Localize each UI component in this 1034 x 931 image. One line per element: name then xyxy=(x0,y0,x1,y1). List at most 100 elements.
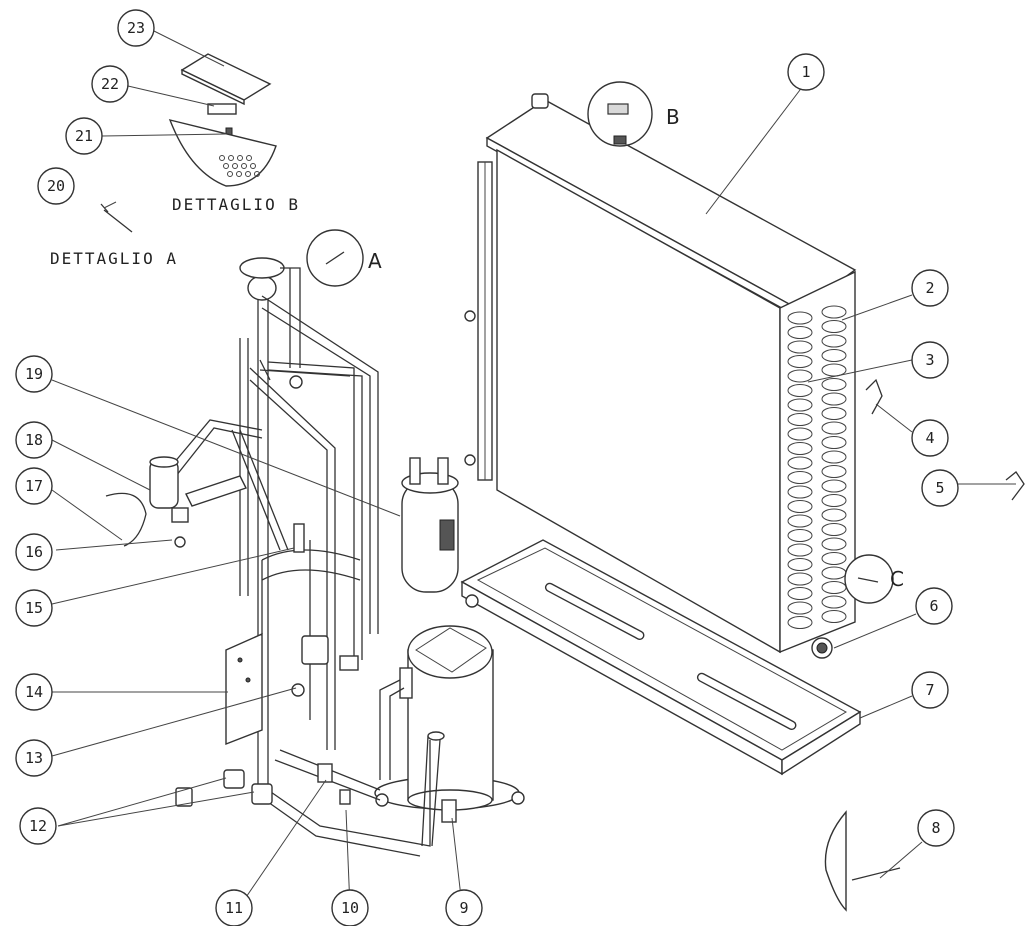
panel-hole xyxy=(236,171,242,177)
coil-loop xyxy=(787,442,813,455)
callout-9-label: 9 xyxy=(459,899,468,917)
callout-2-label: 2 xyxy=(925,279,934,297)
callout-23-label: 23 xyxy=(127,19,145,37)
panel-hole xyxy=(250,163,256,169)
callout-3-label: 3 xyxy=(925,351,934,369)
coil-loop xyxy=(787,427,813,441)
coil-loop xyxy=(787,311,813,325)
coil-loop xyxy=(821,552,847,565)
panel-hole xyxy=(228,155,234,161)
callout-15: 15 xyxy=(15,589,53,627)
panel-hole xyxy=(227,171,233,177)
coil-loop xyxy=(787,340,813,354)
callout-20: 20 xyxy=(37,167,75,205)
coil-loop xyxy=(787,572,813,586)
callout-21: 21 xyxy=(65,117,103,155)
coil-loop xyxy=(821,349,847,362)
coil-loop xyxy=(821,436,847,449)
detail-views: DETTAGLIO B DETTAGLIO A A xyxy=(50,53,382,287)
marker-a: A xyxy=(368,249,382,273)
callout-7: 7 xyxy=(911,671,949,709)
callout-13: 13 xyxy=(15,739,53,777)
callout-21-label: 21 xyxy=(75,127,93,145)
callout-5: 5 xyxy=(921,469,959,507)
marker-b: B xyxy=(666,105,680,129)
accumulator xyxy=(401,457,459,593)
panel-hole xyxy=(237,155,243,161)
panel-hole xyxy=(254,171,260,177)
callout-17: 17 xyxy=(15,467,53,505)
panel-hole xyxy=(245,171,251,177)
callout-6-label: 6 xyxy=(929,597,938,615)
coil-loop xyxy=(787,514,813,528)
panel-hole xyxy=(223,163,229,169)
callout-16-label: 16 xyxy=(25,543,43,561)
coil-loop xyxy=(787,384,813,397)
panel-hole xyxy=(232,163,238,169)
components xyxy=(105,378,1025,912)
leader-lines xyxy=(51,29,1016,909)
callout-18-label: 18 xyxy=(25,431,43,449)
coil-loop xyxy=(821,494,847,507)
callout-16: 16 xyxy=(15,533,53,571)
callout-19-label: 19 xyxy=(25,365,43,383)
coil-loop xyxy=(821,508,847,522)
coil-loop xyxy=(821,610,847,623)
callout-10-label: 10 xyxy=(341,899,359,917)
coil-loop xyxy=(821,421,847,435)
detail-b-caption: DETTAGLIO B xyxy=(172,195,300,214)
coil-loop xyxy=(821,465,847,478)
condenser-coil: B C xyxy=(464,81,904,659)
coil-loop xyxy=(787,326,813,339)
coil-loop xyxy=(787,485,813,499)
coil-loop xyxy=(787,413,813,426)
callout-1: 1 xyxy=(787,53,825,91)
callout-10: 10 xyxy=(331,889,369,927)
coil-loop xyxy=(787,558,813,571)
coil-loop xyxy=(821,392,847,406)
callout-4-label: 4 xyxy=(925,429,934,447)
compressor xyxy=(374,625,525,823)
coil-loop xyxy=(821,450,847,464)
callout-22: 22 xyxy=(91,65,129,103)
callout-1-label: 1 xyxy=(801,63,810,81)
callout-3: 3 xyxy=(911,341,949,379)
coil-loop xyxy=(821,334,847,348)
coil-loop xyxy=(821,320,847,333)
callout-13-label: 13 xyxy=(25,749,43,767)
coil-loop xyxy=(787,543,813,557)
panel-hole xyxy=(219,155,225,161)
callout-14: 14 xyxy=(15,673,53,711)
coil-loop xyxy=(821,537,847,551)
coil-loop xyxy=(787,616,813,629)
coil-loop xyxy=(821,595,847,609)
callout-8-label: 8 xyxy=(931,819,940,837)
coil-loop xyxy=(821,523,847,536)
detail-a-caption: DETTAGLIO A xyxy=(50,249,178,268)
callout-17-label: 17 xyxy=(25,477,43,495)
callout-23: 23 xyxy=(117,9,155,47)
callout-8: 8 xyxy=(917,809,955,847)
marker-c: C xyxy=(890,567,904,591)
callout-bubbles: 1 2 3 4 5 6 7 8 9 10 11 12 13 14 15 16 1… xyxy=(15,9,959,927)
callout-18: 18 xyxy=(15,421,53,459)
callout-6: 6 xyxy=(915,587,953,625)
callout-9: 9 xyxy=(445,889,483,927)
callout-14-label: 14 xyxy=(25,683,43,701)
callout-19: 19 xyxy=(15,355,53,393)
panel-hole xyxy=(241,163,247,169)
coil-loop xyxy=(821,305,847,319)
coil-loop xyxy=(787,601,813,615)
callout-11: 11 xyxy=(215,889,253,927)
drain-tray xyxy=(460,539,862,776)
coil-loop xyxy=(787,355,813,368)
callout-11-label: 11 xyxy=(225,899,243,917)
coil-loop xyxy=(821,378,847,391)
callout-4: 4 xyxy=(911,419,949,457)
panel-hole xyxy=(246,155,252,161)
callout-7-label: 7 xyxy=(925,681,934,699)
coil-loop xyxy=(787,500,813,513)
coil-loop xyxy=(787,398,813,412)
